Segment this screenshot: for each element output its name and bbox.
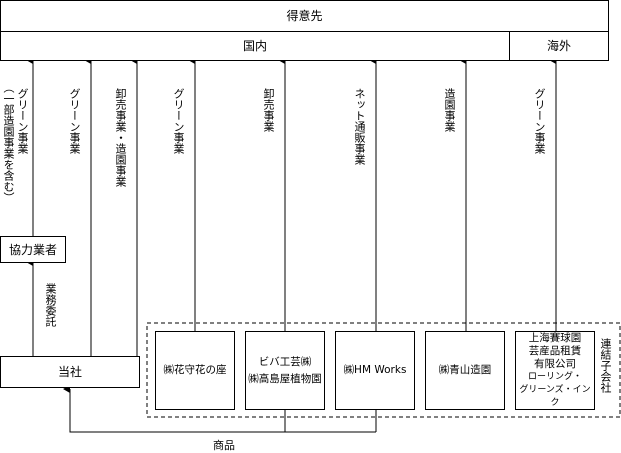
label-overseas: グリーン事業 — [533, 88, 546, 154]
subsidiary-overseas-line1: 上海賽球園 — [528, 331, 582, 344]
subsidiary-hmworks-name: ㈱HM Works — [343, 364, 407, 376]
label-partner-green: グリーン事業 — [16, 88, 29, 154]
label-aoyama: 造園事業 — [443, 88, 456, 132]
overseas-box: 海外 — [509, 31, 609, 61]
goods-flow-line — [63, 385, 286, 433]
label-hmworks: ネット通販事業 — [353, 88, 366, 165]
subsidiary-biva: ビバ工芸㈱ ㈱高島屋植物園 — [245, 331, 325, 410]
subsidiary-overseas-line3: 有限公司 — [534, 357, 576, 370]
subsidiary-overseas-line5: グリーンズ・インク — [519, 384, 591, 408]
label-company-wholesale: 卸売事業・造園事業 — [114, 88, 127, 187]
company-name: 当社 — [57, 365, 82, 379]
subsidiary-overseas-line4: ローリング・ — [527, 371, 582, 382]
subsidiary-biva-line1: ビバ工芸㈱ — [258, 355, 312, 368]
subsidiary-aoyama: ㈱青山造園 — [425, 331, 505, 410]
subsidiary-biva-line2: ㈱高島屋植物園 — [248, 372, 322, 385]
partner-box: 協力業者 — [0, 236, 66, 263]
subsidiary-aoyama-name: ㈱青山造園 — [438, 364, 492, 376]
domestic-box: 国内 — [0, 31, 510, 61]
subsidiary-hmworks: ㈱HM Works — [335, 331, 415, 410]
subsidiary-hananoza-name: ㈱花守花の座 — [163, 364, 227, 376]
label-outsourcing: 業務委託 — [44, 283, 57, 327]
label-biva: 卸売事業 — [262, 88, 275, 132]
subsidiaries-group-label: 連結子会社 — [599, 338, 612, 393]
customers-box: 得意先 — [0, 0, 609, 32]
company-box: 当社 — [0, 356, 140, 388]
domestic-label: 国内 — [242, 39, 267, 53]
label-company-green: グリーン事業 — [68, 88, 81, 154]
overseas-label: 海外 — [546, 39, 571, 53]
subsidiary-hananoza: ㈱花守花の座 — [155, 331, 235, 410]
subsidiaries-group-border — [146, 322, 621, 418]
label-hananoza: グリーン事業 — [172, 88, 185, 154]
label-goods: 商品 — [213, 439, 235, 452]
customers-title: 得意先 — [286, 9, 323, 23]
partner-name: 協力業者 — [8, 242, 57, 257]
subsidiary-overseas-line2: 芸産品租賃 — [528, 344, 582, 357]
subsidiary-overseas: 上海賽球園 芸産品租賃 有限公司 ローリング・ グリーンズ・インク — [515, 331, 595, 410]
label-partner-green-note: （一部造園事業を含む） — [2, 82, 15, 203]
